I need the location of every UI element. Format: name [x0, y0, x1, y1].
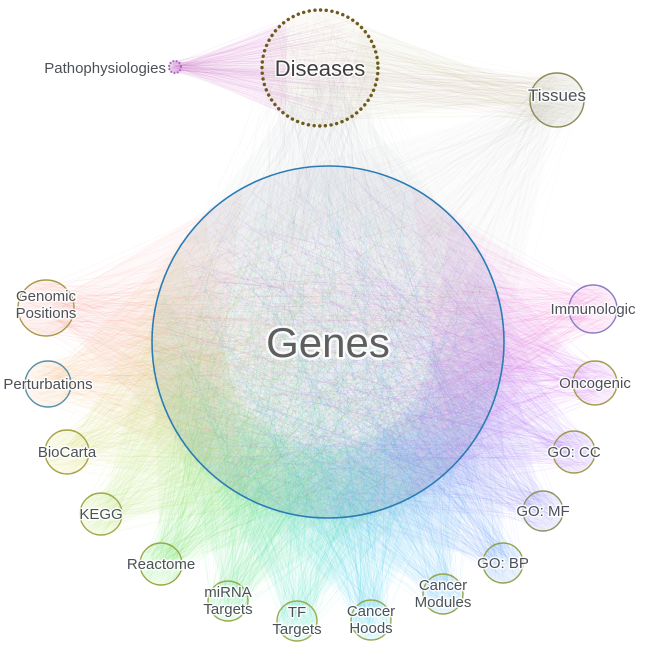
label-line: Positions — [16, 305, 77, 322]
node-tf-targets[interactable] — [276, 600, 318, 642]
wash-genomic-positions — [46, 187, 244, 472]
edge-bundle-genes-tf-targets — [154, 180, 502, 640]
label-go-cc: GO: CC — [547, 444, 601, 461]
node-reactome[interactable] — [139, 542, 183, 586]
wash-perturbations — [48, 215, 248, 499]
label-diseases: Diseases — [275, 56, 365, 81]
label-line: miRNA — [204, 584, 252, 601]
label-line: Modules — [415, 594, 472, 611]
edge-bundle-genes-genomic-positions — [19, 182, 498, 489]
label-line: Cancer — [419, 577, 467, 594]
edge-bundle-genes-go-bp — [164, 174, 523, 583]
label-tissues: Tissues — [528, 86, 586, 105]
node-go-cc[interactable] — [552, 430, 596, 474]
node-cancer-modules[interactable] — [422, 573, 464, 615]
node-genomic-positions[interactable] — [17, 279, 75, 337]
wash-reactome — [152, 337, 381, 564]
wash-go-mf — [320, 292, 543, 518]
label-line: Cancer — [347, 603, 395, 620]
edge-bundle-genes-cancer-hoods — [168, 169, 504, 639]
edge-bundle-genes-biocarta — [47, 180, 502, 509]
wash-immunologic — [411, 187, 593, 472]
node-go-mf[interactable] — [522, 490, 564, 532]
label-reactome: Reactome — [127, 556, 195, 573]
edge-bundle-genes-diseases — [153, 10, 502, 517]
label-oncogenic: Oncogenic — [559, 375, 631, 392]
wash-biocarta — [67, 249, 290, 514]
wash-mirna-targets — [157, 385, 425, 601]
node-biocarta[interactable] — [44, 429, 90, 475]
label-genes: Genes — [266, 319, 390, 366]
node-perturbations[interactable] — [24, 360, 72, 408]
edge-bundle-genes-kegg — [79, 174, 497, 535]
label-line: Genomic — [16, 288, 77, 305]
label-line: TF — [288, 604, 306, 621]
label-go-bp: GO: BP — [477, 555, 529, 572]
node-go-bp[interactable] — [482, 542, 524, 584]
edge-bundle-genes-tissues — [158, 73, 584, 513]
edge-bundle-genes-go-cc — [157, 174, 595, 512]
edge-bundle-genes-immunologic — [163, 175, 617, 506]
edge-bundle-tissues-pathophysiologies — [169, 60, 583, 124]
node-kegg[interactable] — [79, 492, 123, 536]
label-immunologic: Immunologic — [550, 301, 636, 318]
wash-tissues — [347, 25, 557, 120]
node-immunologic[interactable] — [568, 284, 618, 334]
node-diseases[interactable] — [260, 8, 380, 128]
node-genes[interactable] — [151, 165, 505, 519]
label-line: Hoods — [349, 620, 392, 637]
wash-cancer-hoods — [202, 421, 486, 620]
label-perturbations: Perturbations — [3, 376, 92, 393]
edge-bundle-genes-oncogenic — [182, 174, 617, 512]
wash-cancer-modules — [240, 375, 501, 594]
edge-bundle-genes-cancer-modules — [158, 180, 497, 613]
label-biocarta: BioCarta — [38, 444, 97, 461]
edge-bundle-genes-perturbations — [25, 177, 496, 505]
node-oncogenic[interactable] — [572, 360, 618, 406]
wash-oncogenic — [407, 216, 595, 499]
label-line: Targets — [203, 601, 252, 618]
node-cancer-hoods[interactable] — [350, 599, 392, 641]
wash-kegg — [101, 289, 333, 518]
edge-bundle-genes-reactome — [140, 181, 495, 584]
label-pathophysiologies: Pathophysiologies — [44, 60, 166, 77]
node-pathophysiologies[interactable] — [167, 59, 183, 75]
label-go-mf: GO: MF — [516, 503, 569, 520]
node-mirna-targets[interactable] — [207, 580, 249, 622]
node-labels: Genes Diseases PathophysiologiesTissuesGen… — [2, 55, 638, 640]
wash-go-bp — [279, 333, 504, 563]
label-line: Targets — [272, 621, 321, 638]
node-circles — [17, 8, 618, 642]
wash-pathophysiologies — [175, 20, 287, 115]
node-tissues[interactable] — [529, 72, 585, 128]
label-kegg: KEGG — [79, 506, 122, 523]
edge-bundle-diseases-tissues — [268, 10, 584, 127]
edge-bundle-genes-go-mf — [169, 169, 562, 532]
wash-tf-targets — [174, 427, 459, 621]
edge-washes — [46, 20, 595, 621]
wash-go-cc — [363, 253, 574, 515]
